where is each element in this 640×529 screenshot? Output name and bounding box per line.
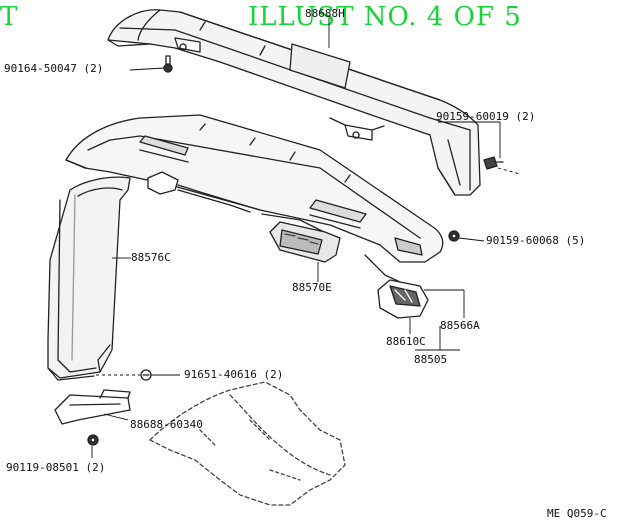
label-88566A: 88566A [440,319,480,332]
label-90164-50047: 90164-50047 (2) [4,62,104,75]
illustration-title: ILLUST NO. 4 OF 5 [248,2,522,32]
front-spoiler-88566A [65,114,444,263]
label-90159-60068: 90159-60068 (5) [486,234,586,247]
lamp-assembly-88570E [269,221,341,263]
label-90159-60019: 90159-60019 (2) [436,110,536,123]
upper-beam-88688H [107,9,481,196]
illustration-code: ME Q059-C [547,507,607,520]
label-88505: 88505 [414,353,448,366]
bolt-90159-60068 [448,230,460,242]
label-88570E: 88570E [292,281,332,294]
fender-flare-88576C [47,176,131,381]
bolt-90159-60019 [483,156,504,170]
bolt-91651 [140,369,152,381]
bracket-88688-60340 [54,389,131,425]
label-88688-60340: 88688-60340 [130,418,203,431]
label-88688H: 88688H [305,7,345,20]
label-88610C: 88610C [386,335,426,348]
label-88576C: 88576C [131,251,171,264]
bolt-90119 [87,434,99,446]
bolt-90164 [163,55,173,73]
leader-lines [91,18,521,458]
body-panel-outline [149,381,346,506]
wire-harness [147,171,401,283]
label-90119-08501: 90119-08501 (2) [6,461,106,474]
socket-88610C [377,279,429,319]
label-91651-40616: 91651-40616 (2) [184,368,284,381]
header-left-fragment: T [0,2,19,32]
